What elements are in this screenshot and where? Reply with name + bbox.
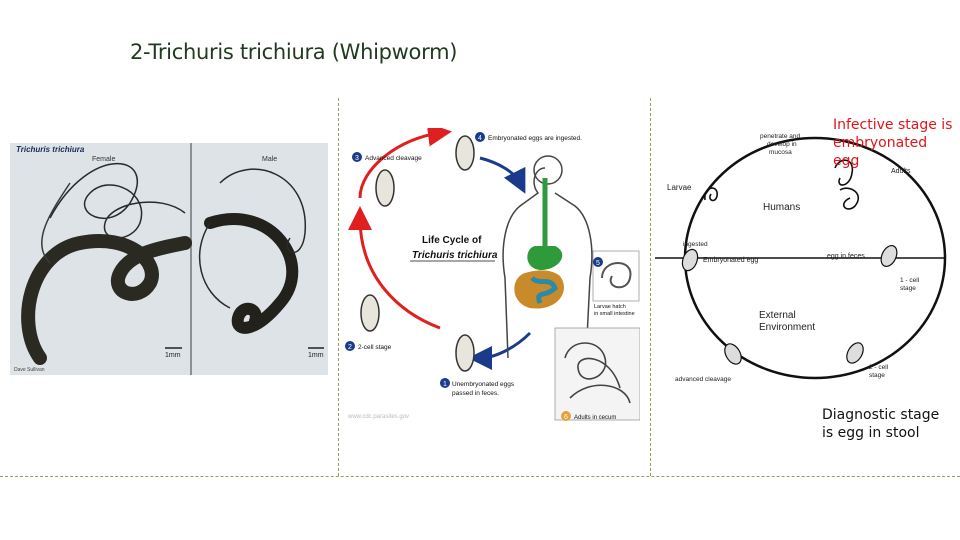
photo-scale-left: 1mm [165, 352, 181, 359]
photo-species-label: Trichuris trichiura [16, 145, 85, 154]
label-2cell-1: 2 - cell [869, 364, 889, 371]
lifecycle-watermark: www.cdc.parasites.gov [347, 414, 409, 420]
egg-2cell-icon [843, 340, 866, 366]
label-1cell-2: stage [900, 285, 916, 292]
arrow-cleavage-to-embryonated [360, 133, 440, 198]
label-ingested: ingested [683, 241, 708, 248]
slide-title: 2-Trichuris trichiura (Whipworm) [130, 40, 457, 64]
label-1cell-1: 1 - cell [900, 277, 920, 284]
svg-text:1: 1 [443, 381, 447, 388]
egg-advanced-cleavage-icon [376, 170, 394, 206]
svg-text:2: 2 [348, 344, 352, 351]
photo-split-line [190, 143, 192, 375]
svg-text:4: 4 [478, 135, 482, 142]
life-cycle-drawing: Life Cycle of Trichuris trichiura 4 Embr… [340, 128, 640, 424]
step2-label: 2-cell stage [358, 344, 392, 351]
divider-bottom [0, 476, 960, 477]
svg-text:3: 3 [355, 155, 359, 162]
label-penetrate-2: develop in [767, 141, 797, 148]
step4-label: Embryonated eggs are ingested. [488, 135, 582, 142]
step6-label: Adults in cecum [574, 415, 616, 421]
photo-female-label: Female [92, 156, 115, 163]
photo-credit: Dave Sullivan [14, 367, 45, 373]
label-advanced-cleavage: advanced cleavage [675, 376, 731, 383]
larva-icon [705, 188, 717, 200]
arrow-passed-in-feces [480, 333, 530, 358]
svg-text:6: 6 [564, 414, 568, 421]
egg-embryonated-icon [456, 136, 474, 170]
label-2cell-2: stage [869, 372, 885, 379]
infective-stage-note: Infective stage is embryonated egg [833, 116, 953, 170]
label-penetrate-1: penetrate and [760, 133, 801, 140]
label-humans: Humans [763, 202, 800, 213]
label-egg-in-feces: egg in feces [827, 253, 865, 260]
arrow-ingestion [480, 158, 520, 183]
whipworm-photo-drawing: Trichuris trichiura Female Male 1mm 1mm … [10, 143, 328, 375]
divider-right [650, 98, 651, 476]
label-embryonated-egg: Embryonated egg [703, 257, 758, 264]
svg-text:5: 5 [596, 260, 600, 267]
label-larvae: Larvae [667, 183, 692, 192]
label-external-2: Environment [759, 322, 815, 333]
egg-in-feces-icon [878, 243, 900, 269]
egg-2cell-icon [361, 295, 379, 331]
lifecycle-title-1: Life Cycle of [422, 235, 482, 246]
divider-left [338, 98, 339, 476]
diagnostic-stage-note: Diagnostic stage is egg in stool [822, 406, 942, 442]
life-cycle-diagram: Life Cycle of Trichuris trichiura 4 Embr… [340, 128, 640, 424]
step1-label-1: Unembryonated eggs [452, 381, 515, 388]
step5-label-2: in small intestine [594, 311, 635, 317]
stomach [527, 246, 562, 270]
egg-unembryonated-icon [456, 335, 474, 371]
label-external-1: External [759, 310, 796, 321]
step1-label-2: passed in feces. [452, 390, 499, 397]
step5-label-1: Larvae hatch [594, 304, 626, 310]
adults-inset [555, 328, 640, 420]
photo-male-label: Male [262, 156, 277, 163]
label-penetrate-3: mucosa [769, 149, 792, 156]
egg-embryonated-icon [680, 247, 701, 272]
lifecycle-title-2: Trichuris trichiura [412, 250, 498, 261]
step3-label: Advanced cleavage [365, 155, 422, 162]
photo-scale-right: 1mm [308, 352, 324, 359]
whipworm-photo: Trichuris trichiura Female Male 1mm 1mm … [10, 143, 328, 375]
